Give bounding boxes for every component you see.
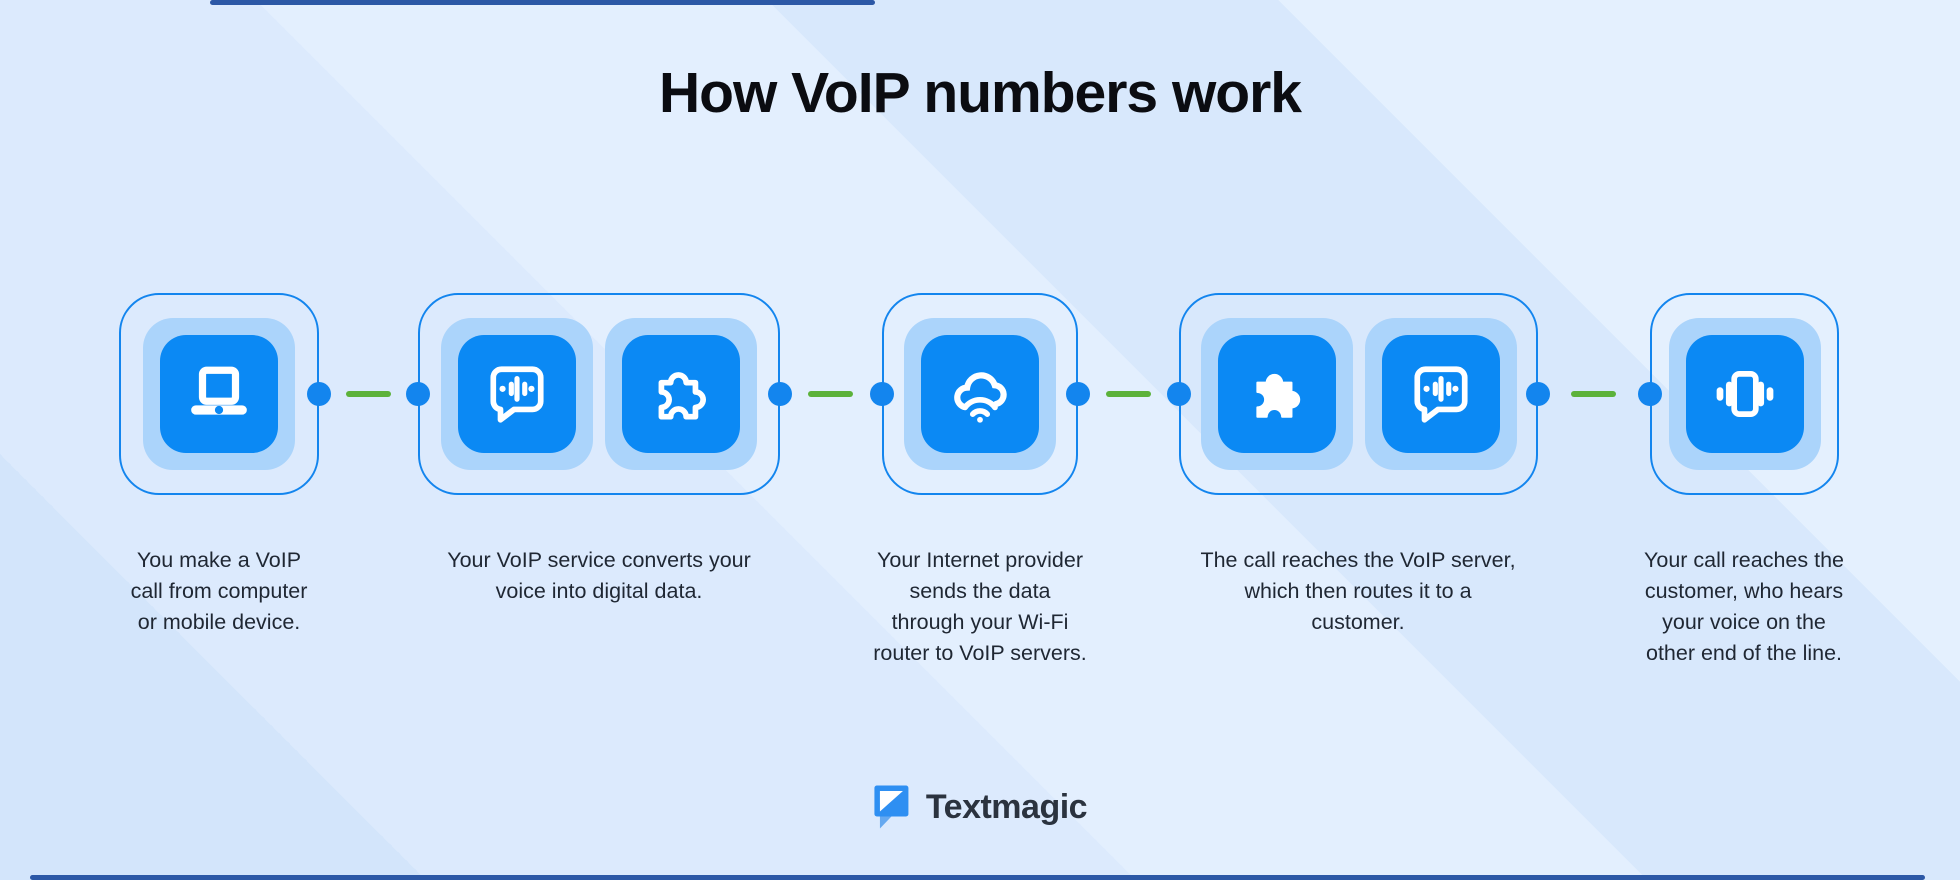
icon-badge: [1217, 335, 1336, 453]
connector-dot: [768, 382, 792, 406]
step-4-card: [1179, 293, 1538, 495]
voice-message-icon: [1413, 366, 1468, 423]
icon-tile: [143, 318, 295, 470]
connector-dot: [870, 382, 894, 406]
connector-dot: [1066, 382, 1090, 406]
icon-badge: [622, 335, 740, 453]
connector-line: [808, 391, 853, 397]
laptop-icon: [191, 366, 247, 415]
icon-badge: [1685, 335, 1804, 453]
step-3-caption: Your Internet provider sends the data th…: [873, 548, 1087, 665]
step-1-caption: You make a VoIP call from computer or mo…: [130, 548, 308, 634]
connector-line: [1571, 391, 1616, 397]
icon-tile: [441, 318, 593, 470]
step-2-card: [418, 293, 780, 495]
step-5-card: [1650, 293, 1839, 495]
icon-tile: [1668, 318, 1821, 470]
connector-dot: [307, 382, 331, 406]
step-3-card: [882, 293, 1078, 495]
icon-badge: [160, 335, 278, 453]
step-5-caption: Your call reaches the customer, who hear…: [1644, 548, 1844, 665]
icon-tile: [605, 318, 757, 470]
voice-message-icon: [490, 366, 544, 423]
icon-tile: [904, 318, 1056, 470]
step-4-caption: The call reaches the VoIP server, which …: [1200, 548, 1516, 634]
puzzle-filled-icon: [1255, 373, 1300, 418]
connector-dot: [406, 382, 430, 406]
cloud-wifi-icon: [954, 372, 1007, 423]
connector-dot: [1638, 382, 1662, 406]
step-1-card: [119, 293, 319, 495]
puzzle-outline-icon: [658, 372, 706, 420]
icon-tile: [1364, 318, 1517, 470]
icon-tile: [1200, 318, 1353, 470]
textmagic-logo: Textmagic: [873, 784, 1088, 830]
icon-badge: [921, 335, 1039, 453]
edge-accent-top: [210, 0, 875, 5]
connector-dot: [1526, 382, 1550, 406]
textmagic-logo-text: Textmagic: [925, 787, 1088, 826]
textmagic-logo-icon: [874, 785, 909, 829]
connector-dot: [1167, 382, 1191, 406]
icon-badge: [1381, 335, 1500, 453]
phone-sound-icon: [1716, 371, 1773, 417]
step-2-caption: Your VoIP service converts your voice in…: [447, 548, 751, 603]
icon-badge: [458, 335, 576, 453]
connector-line: [346, 391, 391, 397]
edge-accent-bottom: [30, 875, 1925, 880]
page-title: How VoIP numbers work: [658, 61, 1302, 125]
connector-line: [1106, 391, 1151, 397]
